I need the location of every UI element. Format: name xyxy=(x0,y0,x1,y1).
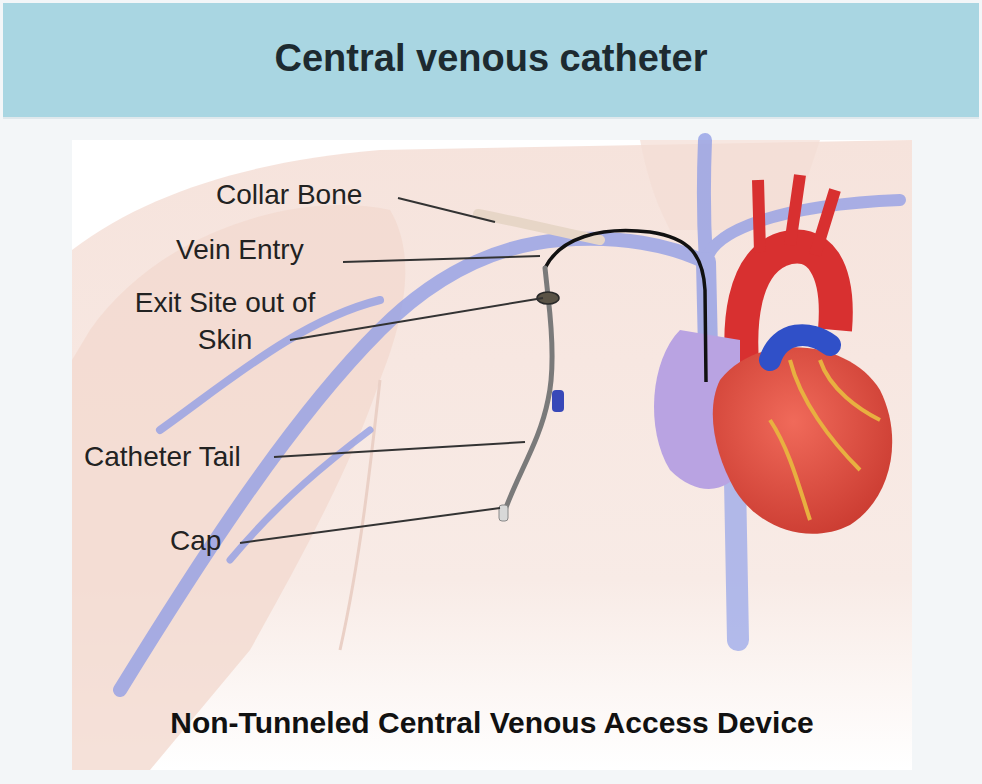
image-panel xyxy=(72,140,912,770)
header-band xyxy=(3,3,979,117)
catheter-line xyxy=(545,231,706,383)
part-label: Exit Site out of Skin xyxy=(130,284,320,358)
torso xyxy=(72,140,912,770)
header-rule xyxy=(3,117,979,119)
part-label: Cap xyxy=(170,524,221,558)
aortic-branches xyxy=(758,175,835,255)
part-label: Collar Bone xyxy=(216,178,362,212)
coronary-vessels xyxy=(770,360,880,520)
arm-crease xyxy=(340,380,380,650)
catheter-clamp xyxy=(552,390,564,412)
heart xyxy=(713,347,892,534)
title-heading: Central venous catheter xyxy=(3,37,979,80)
part-label: Catheter Tail xyxy=(84,440,241,474)
caption-text: Non-Tunneled Central Venous Access Devic… xyxy=(72,706,912,740)
catheter-cap xyxy=(499,505,508,521)
part-label: Vein Entry xyxy=(176,233,304,267)
pulmonary-artery xyxy=(770,335,830,360)
veins xyxy=(120,140,900,690)
